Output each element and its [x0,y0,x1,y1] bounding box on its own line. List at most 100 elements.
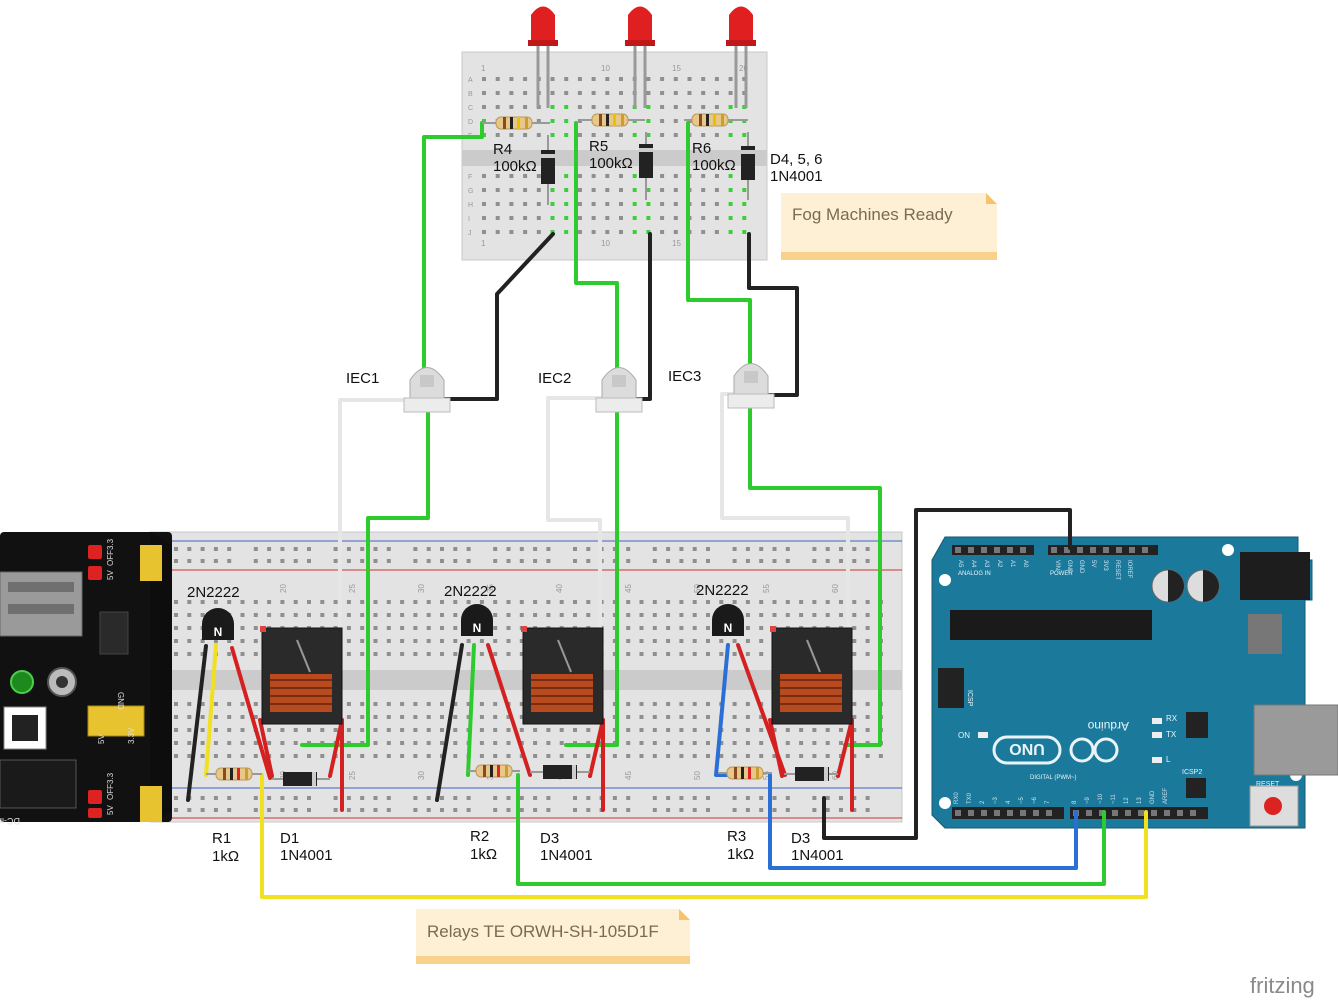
breadboard-hole [626,652,631,656]
breadboard-hole [200,741,205,745]
rail-hole [174,547,178,551]
rail-hole [852,796,857,800]
breadboard-hole [577,202,582,206]
breadboard-hole [550,230,555,234]
breadboard-hole [253,652,258,656]
regulator [1248,614,1282,654]
breadboard-hole [187,741,192,745]
breadboard-hole [577,188,582,192]
analog-header [952,545,1034,555]
breadboard-hole [878,754,883,758]
breadboard-hole [652,741,657,745]
rail-hole [307,808,311,812]
breadboard-hole [719,652,724,656]
breadboard-hole [825,741,830,745]
breadboard-hole [673,202,678,206]
breadboard-hole [646,105,651,109]
main-bb-col-label: 40 [555,584,564,593]
rail-hole [506,559,511,563]
rail-hole [573,547,577,551]
breadboard-hole [632,216,637,220]
breadboard-hole [495,77,500,81]
breadboard-hole [559,728,564,732]
breadboard-hole [200,652,205,656]
breadboard-hole [701,202,706,206]
breadboard-hole [213,715,218,719]
breadboard-hole [453,639,458,643]
breadboard-hole [714,216,719,220]
breadboard-hole [386,754,391,758]
breadboard-hole [742,216,747,220]
breadboard-hole [706,613,710,617]
breadboard-hole [187,626,192,630]
header-pin [1116,547,1122,553]
breadboard-hole [400,715,405,719]
pm-33-bottom: 3.3 [106,772,115,784]
breadboard-hole [479,702,484,706]
rail-hole [200,547,205,551]
breadboard-hole [293,741,298,745]
rail-hole [652,796,657,800]
rail-hole [772,808,777,812]
breadboard-hole [493,639,498,643]
arduino-bottom-pin-label: 13 [1137,797,1143,804]
label-r3-value: 1kΩ [727,846,754,863]
rail-hole [453,808,458,812]
breadboard-hole [577,77,582,81]
header-pin [1086,810,1092,816]
rail-hole [759,559,764,563]
breadboard-hole [632,188,637,192]
rail-hole [586,559,591,563]
rail-hole [839,547,843,551]
breadboard-hole [523,230,528,234]
breadboard-hole [506,652,511,656]
rail-hole [187,559,192,563]
top-diodes [541,132,755,205]
breadboard-hole [213,741,218,745]
breadboard-hole [413,715,418,719]
breadboard-hole [280,728,285,732]
breadboard-hole [701,91,706,95]
rail-hole [732,547,737,551]
label-q2: 2N2222 [444,583,497,600]
breadboard-hole [701,188,706,192]
breadboard-hole [732,715,737,719]
rail-hole [852,808,857,812]
breadboard-hole [799,600,804,604]
breadboard-hole [426,652,431,656]
arduino-bottom-pin-label: ~10 [1098,793,1104,804]
breadboard-hole [519,702,524,706]
breadboard-hole [742,91,747,95]
rail-hole [200,559,205,563]
breadboard-hole [701,230,706,234]
rail-hole [825,547,830,551]
breadboard-hole [679,741,684,745]
pm-5v: 5V [97,734,106,744]
header-pin [1077,547,1083,553]
led-tx: TX [1166,730,1177,739]
breadboard-hole [293,600,298,604]
breadboard-hole [714,77,719,81]
breadboard-hole [386,715,391,719]
rail-hole [307,547,311,551]
breadboard-hole [812,613,817,617]
diode-d5 [639,132,653,200]
breadboard-hole [742,77,747,81]
breadboard-hole [495,216,500,220]
header-pin [1007,547,1013,553]
breadboard-hole [652,754,657,758]
breadboard-hole [573,600,577,604]
rail-hole [666,796,671,800]
header-pin [981,547,987,553]
breadboard-hole [307,754,311,758]
breadboard-hole [714,188,719,192]
digital-title: DIGITAL (PWM~) [1030,775,1077,781]
wire-red-r1c [258,718,274,778]
breadboard-hole [523,91,528,95]
breadboard-hole [453,715,458,719]
q3-n: N [724,621,733,635]
header-pin [1020,547,1026,553]
breadboard-hole [591,202,596,206]
breadboard-hole [577,174,582,178]
breadboard-hole [360,600,365,604]
